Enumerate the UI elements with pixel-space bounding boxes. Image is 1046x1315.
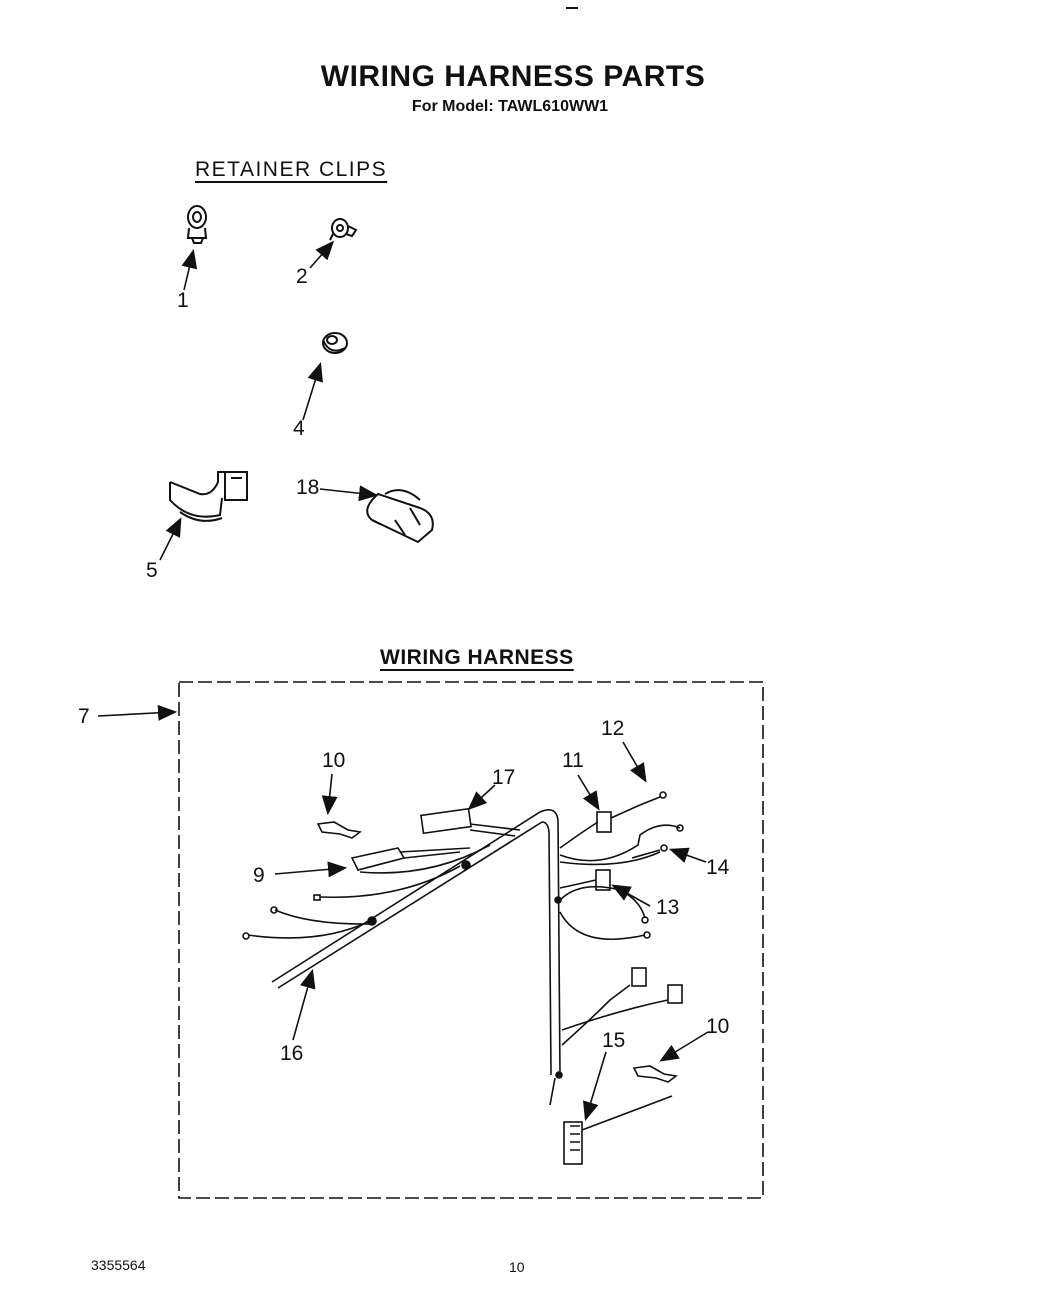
wiring-harness-heading: WIRING HARNESS: [380, 646, 574, 669]
callout-15: 15: [602, 1029, 626, 1052]
clip-part-2: [329, 218, 358, 241]
callout-10-lower: 10: [706, 1015, 730, 1038]
callout-13: 13: [656, 896, 680, 919]
page-title: WIRING HARNESS PARTS: [320, 60, 706, 93]
callout-2: 2: [296, 265, 308, 288]
sleeve-part-18: [366, 489, 434, 544]
callout-17: 17: [492, 766, 516, 789]
page-number: 10: [509, 1259, 525, 1275]
retainer-clips-heading: RETAINER CLIPS: [195, 158, 388, 181]
callout-7: 7: [78, 705, 90, 728]
callout-18: 18: [296, 476, 320, 499]
wiring-harness-assembly: [242, 791, 684, 1165]
callout-12: 12: [601, 717, 625, 740]
model-label: For Model: TAWL610WW1: [411, 98, 609, 115]
callout-9: 9: [253, 864, 265, 887]
callout-11: 11: [562, 749, 584, 772]
callout-14: 14: [706, 856, 730, 879]
grommet-part-4: [322, 332, 348, 354]
callout-16: 16: [280, 1042, 304, 1065]
callout-1: 1: [177, 289, 189, 312]
clip-part-1: [186, 205, 208, 244]
wiring-harness-box: [178, 681, 764, 1199]
callout-10-upper: 10: [322, 749, 346, 772]
clamp-part-5: [169, 471, 248, 522]
document-number: 3355564: [91, 1257, 146, 1273]
callout-5: 5: [146, 559, 158, 582]
callout-4: 4: [293, 417, 305, 440]
